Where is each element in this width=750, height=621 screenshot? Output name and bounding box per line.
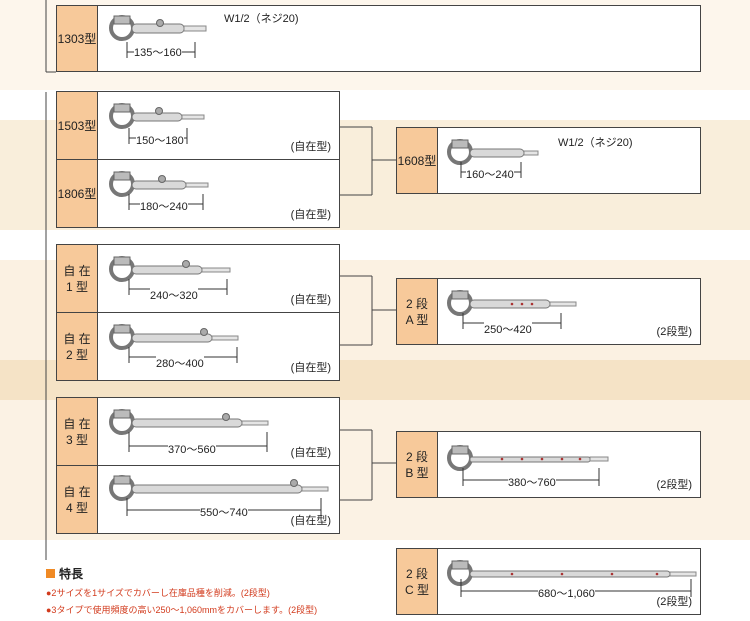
turnbuckle-clamp-image	[109, 171, 209, 197]
model-label-nidan-a: 2 段 A 型	[396, 278, 438, 345]
model-label-1608: 1608型	[396, 127, 438, 194]
model-label-line-2: 2 型	[65, 347, 88, 362]
product-card-jizai-4: 550〜740 (自在型)	[97, 465, 340, 534]
model-label-nidan-c: 2 段 C 型	[396, 548, 438, 615]
turnbuckle-clamp-image	[447, 139, 539, 165]
model-label-text: 1608型	[397, 154, 437, 168]
model-label-line-1: 2 段	[405, 449, 428, 464]
model-label-text: 1503型	[57, 119, 97, 133]
dimension-text: 180〜240	[140, 198, 188, 214]
product-card-1503: 150〜180 (自在型)	[97, 91, 340, 160]
product-card-1608: W1/2（ネジ20) 160〜240	[437, 127, 701, 194]
dimension-text: 135〜160	[134, 44, 182, 60]
product-card-jizai-2: 280〜400 (自在型)	[97, 312, 340, 381]
features-title-text: 特長	[59, 567, 84, 581]
turnbuckle-clamp-image	[109, 409, 269, 435]
product-card-1303: W1/2（ネジ20) 135〜160	[97, 5, 701, 72]
model-label-1806: 1806型	[56, 159, 98, 228]
turnbuckle-clamp-image	[109, 15, 207, 41]
product-card-jizai-1: 240〜320 (自在型)	[97, 244, 340, 313]
type-note: (自在型)	[290, 209, 331, 221]
dimension-text: 280〜400	[156, 355, 204, 371]
type-note: (自在型)	[290, 362, 331, 374]
model-label-1503: 1503型	[56, 91, 98, 160]
model-label-line-2: C 型	[404, 582, 429, 597]
type-note: (自在型)	[290, 447, 331, 459]
product-card-jizai-3: 370〜560 (自在型)	[97, 397, 340, 466]
product-card-nidan-b: 380〜760 (2段型)	[437, 431, 701, 498]
turnbuckle-clamp-image	[447, 445, 609, 471]
dimension-text: 160〜240	[466, 166, 514, 182]
type-note: (2段型)	[656, 326, 692, 338]
model-label-nidan-b: 2 段 B 型	[396, 431, 438, 498]
model-label-line-2: 3 型	[65, 432, 88, 447]
model-label-jizai-3: 自 在 3 型	[56, 397, 98, 466]
model-label-line-2: B 型	[405, 465, 429, 480]
dimension-text: 150〜180	[136, 132, 184, 148]
dimension-text: 380〜760	[508, 474, 556, 490]
model-label-jizai-4: 自 在 4 型	[56, 465, 98, 534]
dimension-text: 250〜420	[484, 321, 532, 337]
model-label-line-2: 1 型	[65, 279, 88, 294]
model-label-line-2: A 型	[405, 312, 429, 327]
model-label-jizai-1: 自 在 1 型	[56, 244, 98, 313]
turnbuckle-clamp-image	[109, 103, 205, 129]
type-note: (自在型)	[290, 294, 331, 306]
model-label-line-1: 自 在	[63, 416, 91, 431]
turnbuckle-clamp-image	[109, 324, 239, 350]
turnbuckle-clamp-image	[109, 256, 231, 282]
model-label-line-2: 4 型	[65, 500, 88, 515]
feature-item: ●3タイプで使用頻度の高い250〜1,060mmをカバーします。(2段型)	[46, 605, 318, 615]
type-note: (2段型)	[656, 596, 692, 608]
product-card-nidan-c: 680〜1,060 (2段型)	[437, 548, 701, 615]
type-note: (自在型)	[290, 141, 331, 153]
features-title: 特長	[46, 565, 317, 582]
model-label-text: 1806型	[57, 187, 97, 201]
features-section: 特長 ●2サイズを1サイズでカバーし在庫品種を削減。(2段型) ●3タイプで使用…	[46, 565, 317, 616]
feature-item: ●2サイズを1サイズでカバーし在庫品種を削減。(2段型)	[46, 588, 270, 598]
model-label-line-1: 自 在	[63, 331, 91, 346]
turnbuckle-clamp-image	[109, 475, 329, 501]
model-label-line-1: 2 段	[405, 296, 428, 311]
dimension-text: 240〜320	[150, 287, 198, 303]
dimension-text: 370〜560	[168, 441, 216, 457]
dimension-text: 550〜740	[200, 504, 248, 520]
thread-spec-label: W1/2（ネジ20)	[224, 13, 299, 25]
orange-square-icon	[46, 569, 55, 578]
type-note: (自在型)	[290, 515, 331, 527]
model-label-line-1: 自 在	[63, 263, 91, 278]
model-label-text: 1303型	[57, 32, 97, 46]
model-label-line-1: 2 段	[405, 566, 428, 581]
model-label-jizai-2: 自 在 2 型	[56, 312, 98, 381]
turnbuckle-clamp-image	[447, 290, 577, 316]
model-label-1303: 1303型	[56, 5, 98, 72]
dimension-text: 680〜1,060	[538, 585, 595, 601]
product-card-1806: 180〜240 (自在型)	[97, 159, 340, 228]
type-note: (2段型)	[656, 479, 692, 491]
thread-spec-label: W1/2（ネジ20)	[558, 137, 633, 149]
turnbuckle-clamp-image	[447, 560, 697, 586]
model-label-line-1: 自 在	[63, 484, 91, 499]
product-card-nidan-a: 250〜420 (2段型)	[437, 278, 701, 345]
